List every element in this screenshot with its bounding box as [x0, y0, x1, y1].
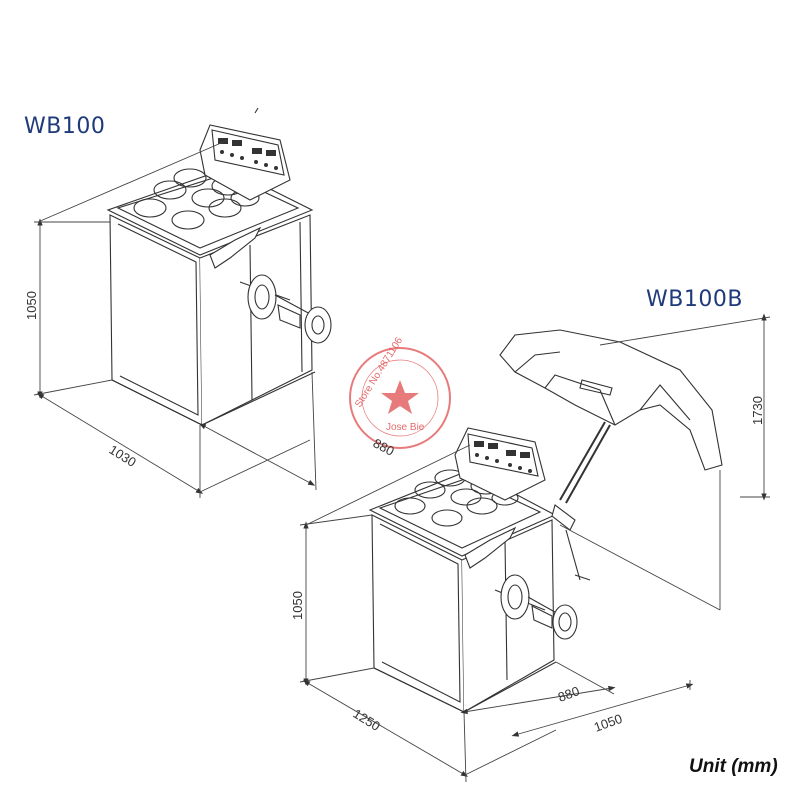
wb100b-height-label: 1050 — [290, 591, 305, 620]
wb100b-width-label: 1250 — [350, 706, 382, 734]
model-label-wb100: WB100 — [24, 114, 106, 139]
machine-wb100b — [368, 329, 723, 713]
model-label-wb100b: WB100B — [646, 287, 743, 312]
dimension-lines-wb100 — [33, 139, 317, 498]
unit-label: Unit (mm) — [689, 756, 778, 777]
wb100b-guard-height-label: 1730 — [750, 396, 765, 425]
control-buttons-wb100 — [218, 138, 278, 170]
wb100b-depth-label: 880 — [556, 683, 582, 705]
wb100-height-label: 1050 — [24, 291, 39, 320]
control-buttons-wb100b — [474, 441, 532, 473]
dimension-lines-wb100b — [299, 313, 771, 783]
wb100-width-label: 1030 — [106, 442, 138, 470]
watermark-sub: Jose Bie — [386, 422, 425, 433]
wb100-depth-label: 880 — [371, 435, 397, 458]
watermark-stamp — [349, 347, 451, 449]
wb100b-guard-depth-label: 1050 — [592, 711, 624, 735]
machine-wb100 — [106, 107, 332, 426]
